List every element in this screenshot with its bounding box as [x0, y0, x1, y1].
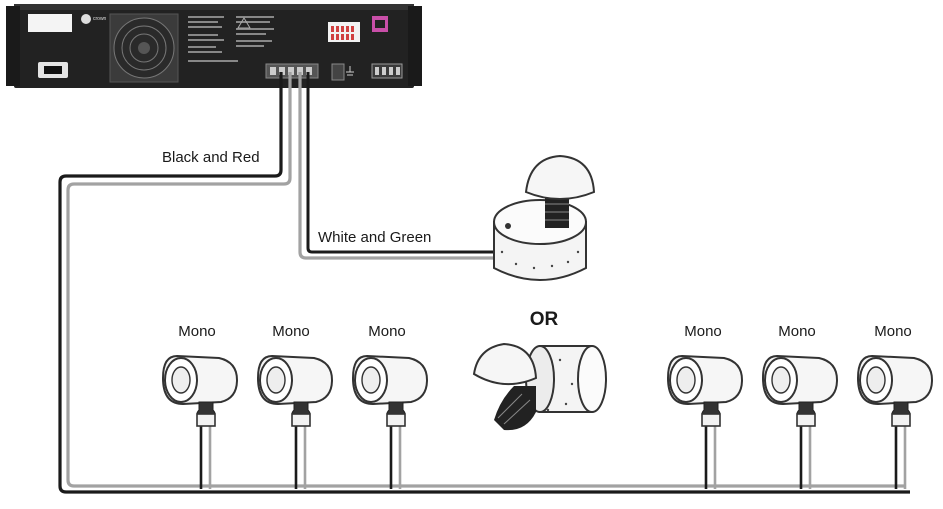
- white-and-green-label: White and Green: [318, 229, 432, 246]
- speaker-label-right-2: Mono: [778, 323, 816, 340]
- ground-icon: [346, 66, 354, 76]
- dip-switch-panel: [328, 22, 360, 42]
- black-and-red-label: Black and Red: [162, 149, 260, 166]
- speaker-left-1: [161, 354, 239, 489]
- warning-icon: [237, 17, 251, 29]
- amplifier: [6, 4, 422, 88]
- wire-red-grey: [66, 72, 904, 488]
- subwoofer-side: [472, 342, 607, 431]
- wire-black: [58, 72, 910, 494]
- control-connector: [371, 63, 403, 79]
- speaker-label-right-3: Mono: [874, 323, 912, 340]
- wiring: [58, 72, 910, 494]
- speaker-left-3: [351, 354, 429, 489]
- speaker-right-2: [761, 354, 839, 489]
- brand-logo-icon: [81, 14, 91, 24]
- speaker-right-1: [666, 354, 744, 489]
- or-label: OR: [529, 309, 559, 330]
- speaker-output-terminals: [265, 63, 319, 79]
- speakers: [161, 354, 934, 489]
- speaker-right-3: [856, 354, 934, 489]
- amp-brand-text: crown: [93, 16, 107, 22]
- amp-white-label: [28, 14, 72, 32]
- speaker-label-right-1: Mono: [684, 323, 722, 340]
- speaker-label-left-2: Mono: [272, 323, 310, 340]
- wire-green: [306, 72, 500, 254]
- speaker-label-left-1: Mono: [178, 323, 216, 340]
- wire-white: [298, 72, 500, 260]
- fan-grille: [109, 13, 179, 83]
- speaker-label-left-3: Mono: [368, 323, 406, 340]
- speaker-left-2: [256, 354, 334, 489]
- input-connector: [331, 63, 345, 81]
- subwoofer-ground: [493, 154, 596, 281]
